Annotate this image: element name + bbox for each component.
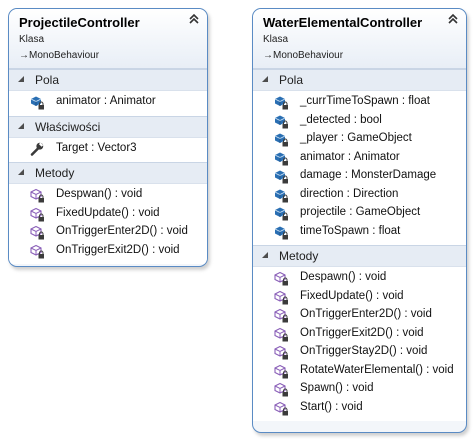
private-method-icon	[274, 382, 288, 397]
field-item[interactable]: timeToSpawn : float	[253, 223, 466, 242]
methods-list: Despwan() : void FixedUpdate() : void On…	[9, 184, 207, 264]
methods-list: Despawn() : void FixedUpdate() : void On…	[253, 267, 466, 421]
section-title: Metody	[35, 166, 75, 180]
method-item[interactable]: Start() : void	[253, 399, 466, 418]
private-field-icon	[274, 152, 288, 165]
field-item[interactable]: damage : MonsterDamage	[253, 167, 466, 186]
double-chevron-up-icon[interactable]	[446, 12, 460, 26]
fields-list: animator : Animator	[9, 91, 207, 116]
private-field-icon	[274, 115, 288, 128]
class-name: WaterElementalController	[263, 15, 423, 30]
class-header[interactable]: WaterElementalController Klasa →MonoBeha…	[253, 9, 466, 69]
property-wrench-icon	[30, 142, 44, 156]
method-item[interactable]: Despawn() : void	[253, 269, 466, 288]
private-method-icon	[274, 290, 288, 304]
inheritance-arrow-icon: →	[19, 50, 29, 61]
collapse-triangle-icon[interactable]	[18, 122, 24, 129]
private-field-icon	[30, 96, 44, 110]
section-header-methods[interactable]: Metody	[9, 162, 207, 184]
method-item[interactable]: OnTriggerEnter2D() : void	[253, 306, 466, 325]
method-item[interactable]: OnTriggerEnter2D() : void	[9, 223, 207, 242]
method-item[interactable]: FixedUpdate() : void	[253, 288, 466, 307]
method-item[interactable]: OnTriggerExit2D() : void	[253, 325, 466, 344]
section-header-fields[interactable]: Pola	[253, 69, 466, 91]
private-field-icon	[274, 96, 288, 110]
property-item[interactable]: Target : Vector3	[9, 140, 207, 159]
field-item[interactable]: _currTimeToSpawn : float	[253, 93, 466, 112]
private-field-icon	[274, 133, 288, 147]
method-item[interactable]: Despwan() : void	[9, 186, 207, 205]
field-item[interactable]: _player : GameObject	[253, 130, 466, 149]
private-method-icon	[274, 401, 288, 415]
class-name: ProjectileController	[19, 15, 140, 30]
class-kind: Klasa	[263, 34, 289, 45]
double-chevron-up-icon[interactable]	[187, 12, 201, 26]
base-class: →MonoBehaviour	[263, 50, 344, 61]
section-title: Pola	[35, 73, 60, 87]
class-kind: Klasa	[19, 34, 45, 45]
method-item[interactable]: RotateWaterElemental() : void	[253, 362, 466, 381]
private-method-icon	[274, 364, 288, 378]
field-item[interactable]: projectile : GameObject	[253, 204, 466, 223]
private-field-icon	[274, 207, 288, 221]
section-title: Metody	[279, 249, 319, 263]
private-method-icon	[274, 345, 288, 360]
field-item[interactable]: _detected : bool	[253, 112, 466, 131]
private-method-icon	[274, 327, 288, 341]
collapse-triangle-icon[interactable]	[262, 252, 268, 258]
fields-list: _currTimeToSpawn : float _detected : boo…	[253, 91, 466, 245]
collapse-triangle-icon[interactable]	[18, 169, 24, 175]
properties-list: Target : Vector3	[9, 137, 207, 162]
method-item[interactable]: OnTriggerExit2D() : void	[9, 242, 207, 261]
collapse-triangle-icon[interactable]	[18, 76, 24, 82]
private-field-icon	[274, 226, 288, 239]
private-method-icon	[274, 308, 288, 323]
collapse-triangle-icon[interactable]	[262, 76, 268, 82]
section-title: Pola	[279, 73, 304, 87]
private-method-icon	[274, 271, 288, 286]
private-method-icon	[30, 207, 44, 221]
section-header-fields[interactable]: Pola	[9, 69, 207, 91]
field-item[interactable]: animator : Animator	[9, 93, 207, 112]
section-header-properties[interactable]: Właściwości	[9, 115, 207, 138]
method-item[interactable]: Spawn() : void	[253, 380, 466, 399]
inheritance-arrow-icon: →	[263, 50, 273, 61]
section-header-methods[interactable]: Metody	[253, 245, 466, 267]
method-item[interactable]: FixedUpdate() : void	[9, 205, 207, 224]
section-title: Właściwości	[35, 119, 101, 134]
field-item[interactable]: direction : Direction	[253, 186, 466, 205]
private-method-icon	[30, 188, 44, 203]
base-class: →MonoBehaviour	[19, 50, 100, 61]
private-field-icon	[274, 170, 288, 184]
class-box-projectile-controller[interactable]: ProjectileController Klasa →MonoBehaviou…	[8, 8, 208, 267]
private-method-icon	[30, 244, 44, 258]
method-item[interactable]: OnTriggerStay2D() : void	[253, 343, 466, 362]
class-box-water-elemental-controller[interactable]: WaterElementalController Klasa →MonoBeha…	[252, 8, 467, 433]
field-item[interactable]: animator : Animator	[253, 149, 466, 168]
class-header[interactable]: ProjectileController Klasa →MonoBehaviou…	[9, 9, 207, 69]
private-field-icon	[274, 189, 288, 202]
private-method-icon	[30, 225, 44, 240]
